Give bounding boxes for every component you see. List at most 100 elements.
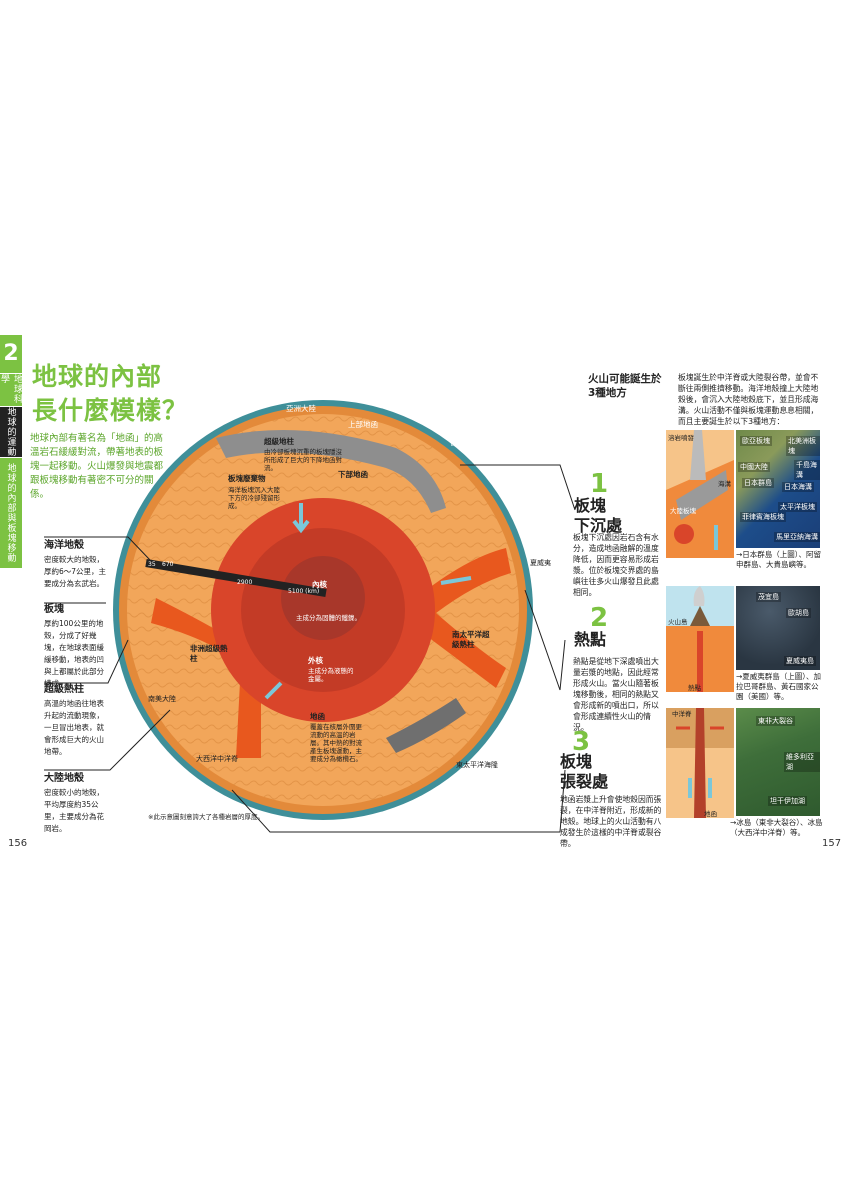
- down-arrow-icon: [292, 503, 310, 534]
- s1-diag-label-0: 溶岩噴發: [668, 434, 694, 442]
- superplume-side-title: 超級熱柱: [44, 684, 84, 695]
- page-number-left: 156: [8, 838, 28, 849]
- chapter-number-tab: 2: [0, 335, 22, 373]
- s1-map-label-2: 中國大陸: [738, 462, 770, 472]
- oceanic-crust-text: 密度較大的地殼，厚約6～7公里，主要成分為玄武岩。: [44, 555, 107, 588]
- inner-core-text: 主成分為固體的鐵鎳。: [296, 614, 361, 622]
- section-2-body: 熱點是從地下深處噴出大量岩漿的地點，因此經常形成火山。當火山隨著板塊移動後，相同…: [573, 657, 659, 732]
- section-3-number: 3: [572, 727, 591, 757]
- s3-diag-label-1: 地函: [704, 810, 717, 818]
- south-america-label: 南美大陸: [148, 695, 176, 703]
- super-plume-label: 超級地柱: [264, 437, 294, 446]
- scale-2900: 2900: [237, 579, 253, 586]
- section-3-map: 東非大裂谷 維多利亞湖 坦干伊加湖: [736, 708, 820, 816]
- outer-core-text: 主成分為液態的金屬。: [308, 667, 354, 683]
- s1-map-label-6: 太平洋板塊: [778, 502, 817, 512]
- mantle-text: 覆蓋在核層外圍更流動的高溫的岩層。其中熱的對流產生板塊運動，主要成分為橄欖石。: [310, 723, 362, 763]
- s1-diag-label-1: 大陸板塊: [670, 507, 696, 515]
- slab-lower: [386, 698, 466, 753]
- scale-5100: 5100 (km): [288, 588, 320, 595]
- section-2-caption: →夏威夷群島（上圖）、加拉巴哥群島、黃石國家公園（美國）等。: [736, 672, 822, 701]
- s1-map-label-1: 北美洲板塊: [786, 436, 820, 456]
- section-1-map: 歐亞板塊 北美洲板塊 中國大陸 日本群島 千島海溝 日本海溝 太平洋板塊 菲律賓…: [736, 430, 820, 548]
- page-number-right: 157: [822, 838, 842, 849]
- south-pacific-plume-label: 南太平洋超級熱柱: [452, 630, 490, 649]
- s2-diag-label-0: 火山島: [668, 618, 688, 626]
- earth-cross-section: [113, 400, 533, 820]
- intro-text: 地球內部有著名為「地函」的高溫岩石緩緩對流，帶著地表的板塊一起移動。火山爆發與地…: [30, 433, 164, 500]
- s1-map-label-3: 日本群島: [742, 478, 774, 488]
- section-3-diagram: [666, 708, 734, 818]
- side-tab-earth-science: 地球科學: [0, 374, 22, 406]
- s3-map-label-0: 東非大裂谷: [756, 716, 795, 726]
- plate-debris-text: 海洋板塊沉入大陸下方的冷卻殘留形成。: [228, 486, 280, 510]
- s1-map-label-8: 馬里亞納海溝: [774, 532, 820, 542]
- continental-crust-title: 大陸地殼: [44, 773, 84, 784]
- pacific-plume: [416, 548, 511, 688]
- scale-670: 670: [162, 561, 174, 568]
- s1-map-label-5: 日本海溝: [782, 482, 814, 492]
- s1-map-label-4: 千島海溝: [794, 460, 820, 480]
- s3-diag-label-0: 中洋脊: [672, 710, 692, 718]
- side-tab-interior: 地球的內部與板塊移動: [0, 458, 22, 568]
- up-arrow-icon: [264, 681, 283, 700]
- african-plume-label: 非洲超級熱柱: [190, 644, 228, 663]
- right-header-text: 板塊誕生於中洋脊或大陸裂谷帶，並會不斷往兩側推擠移動。海洋地殼撞上大陸地殼後，會…: [678, 373, 819, 426]
- right-arrow-icon: [440, 576, 472, 585]
- section-3-title-line1: 板塊: [560, 752, 593, 771]
- s1-map-label-7: 菲律賓海板塊: [740, 512, 786, 522]
- section-2-number: 2: [590, 603, 609, 633]
- plate-text: 厚約100公里的地殼，分成了好幾塊，在地球表面緩緩移動，地表的凹與上都屬於此部分…: [44, 619, 104, 688]
- mid-atlantic-label: 大西洋中洋脊: [196, 755, 238, 763]
- section-3-body: 地函岩漿上升會使地殼因而張裂，在中洋脊附近，形成新的地殼。地球上的火山活動有八成…: [560, 795, 662, 848]
- scale-35: 35: [148, 561, 156, 568]
- japan-label: 日本: [450, 438, 465, 447]
- outer-core-title: 外核: [308, 656, 323, 665]
- section-3-title-line2: 張裂處: [560, 772, 609, 791]
- section-2-map: 茂宜島 歐胡島 夏威夷島: [736, 586, 820, 670]
- section-1-title-line1: 板塊: [574, 496, 607, 515]
- subduction-slab: [216, 430, 446, 513]
- side-tab-earth-motion: 地球的運動: [0, 407, 22, 457]
- section-1-diagram: [666, 430, 734, 558]
- right-header-title: 火山可能誕生於3種地方: [588, 373, 662, 399]
- plate-debris-label: 板塊廢棄物: [228, 474, 266, 483]
- page-title: 地球的內部 長什麼模樣？: [32, 360, 188, 428]
- depth-scale-bar: [145, 559, 327, 597]
- section-1-body: 板塊下沉處因岩石含有水分，造成地函融解的溫度降低，因而更容易形成岩漿。位於板塊交…: [573, 533, 659, 597]
- s3-map-label-2: 坦干伊加湖: [768, 796, 807, 806]
- title-line-1: 地球的內部: [32, 362, 163, 391]
- inner-core-title: 內核: [312, 580, 327, 589]
- s2-map-label-1: 歐胡島: [786, 608, 811, 618]
- title-line-2: 長什麼模樣？: [32, 396, 189, 425]
- s3-map-label-1: 維多利亞湖: [784, 752, 820, 772]
- upper-mantle-label: 上部地函: [348, 420, 378, 429]
- footnote: ※此示意圖刻意誇大了各種岩層的厚度。: [148, 813, 264, 821]
- section-1-title-line2: 下沉處: [574, 516, 623, 535]
- section-2-title-line1: 熱點: [574, 630, 607, 649]
- east-pacific-label: 東太平洋海隆: [456, 761, 498, 769]
- section-1-title: 板塊 下沉處: [574, 496, 622, 536]
- hawaii-label: 夏威夷: [530, 559, 551, 567]
- section-2-title: 熱點: [574, 630, 606, 650]
- inner-core: [281, 556, 365, 640]
- asia-label: 亞洲大陸: [286, 404, 316, 413]
- plate-label: 板塊 厚約100公里的地殼，分成了好幾塊，在地球表面緩緩移動，地表的凹與上都屬於…: [44, 604, 108, 690]
- plate-title: 板塊: [44, 604, 64, 615]
- oceanic-crust-title: 海洋地殼: [44, 540, 84, 551]
- section-1-number: 1: [590, 469, 609, 499]
- superplume-side-label: 超級熱柱 高溫的地函往地表升起的流動現象，一旦冒出地表，就會形成巨大的火山地帶。: [44, 684, 108, 758]
- african-plume: [151, 598, 261, 758]
- section-2-diagram: [666, 586, 734, 692]
- s2-diag-label-1: 熱點: [688, 684, 701, 692]
- continental-crust-label: 大陸地殼 密度較小的地殼，平均厚度約35公里，主要成分為花岡岩。: [44, 773, 108, 835]
- section-3-caption: →冰島（東非大裂谷）、冰島（大西洋中洋脊）等。: [730, 818, 823, 837]
- mantle-title: 地函: [310, 712, 325, 721]
- oceanic-crust-label: 海洋地殼 密度較大的地殼，厚約6～7公里，主要成分為玄武岩。: [44, 540, 108, 590]
- continental-crust-text: 密度較小的地殼，平均厚度約35公里，主要成分為花岡岩。: [44, 788, 104, 833]
- section-1-caption: →日本群島（上圖）、阿留申群島、大貴島嶼等。: [736, 550, 822, 569]
- s2-map-label-2: 夏威夷島: [784, 656, 816, 666]
- s1-map-label-0: 歐亞板塊: [740, 436, 772, 446]
- superplume-side-text: 高溫的地函往地表升起的流動現象，一旦冒出地表，就會形成巨大的火山地帶。: [44, 699, 104, 756]
